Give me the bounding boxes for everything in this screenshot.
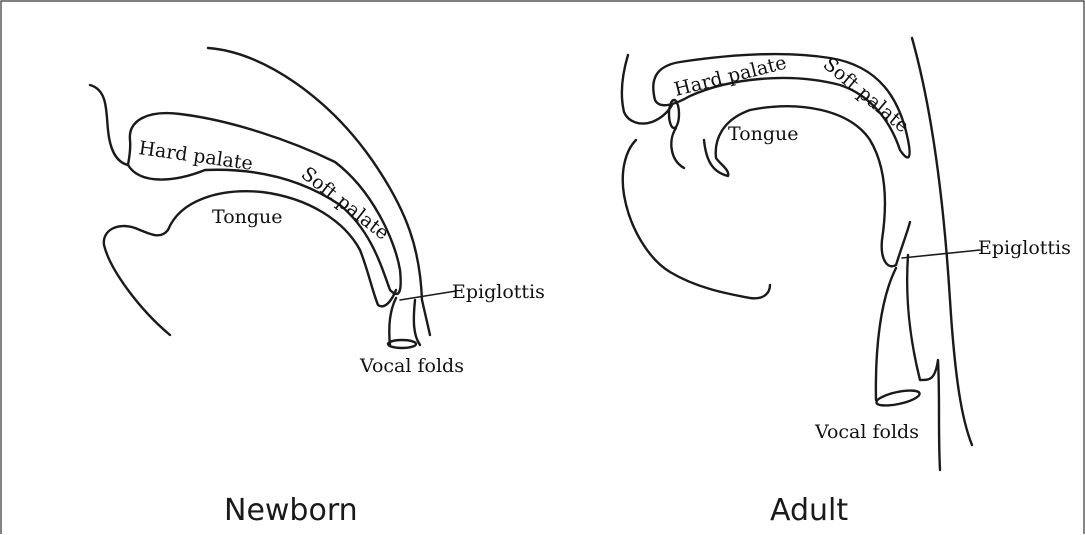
- adult-label-vocal-folds: Vocal folds: [814, 421, 919, 443]
- adult-label-hard-palate: Hard palate: [672, 52, 789, 101]
- newborn-larynx-outline: [389, 298, 420, 345]
- newborn-label-tongue: Tongue: [212, 206, 283, 228]
- adult-back-outline: [912, 38, 972, 445]
- adult-face-outline: [622, 55, 672, 124]
- newborn-caption: Newborn: [224, 493, 358, 528]
- adult-diagram: Hard palate Soft palate Tongue Epiglotti…: [622, 38, 1071, 528]
- adult-label-epiglottis: Epiglottis: [978, 237, 1071, 259]
- newborn-label-epiglottis: Epiglottis: [452, 281, 545, 303]
- adult-vocal-folds-shape: [875, 388, 921, 409]
- newborn-epiglottis-leader: [400, 291, 456, 300]
- newborn-label-vocal-folds: Vocal folds: [359, 355, 464, 377]
- adult-label-tongue: Tongue: [728, 123, 799, 145]
- newborn-label-hard-palate: Hard palate: [137, 137, 254, 175]
- adult-caption: Adult: [770, 493, 848, 528]
- newborn-vocal-folds-shape: [388, 340, 416, 348]
- newborn-diagram: Hard palate Soft palate Tongue Epiglotti…: [90, 48, 545, 528]
- newborn-label-soft-palate: Soft palate: [297, 163, 393, 245]
- adult-epiglottis-leader: [902, 250, 980, 258]
- adult-label-soft-palate: Soft palate: [819, 53, 914, 137]
